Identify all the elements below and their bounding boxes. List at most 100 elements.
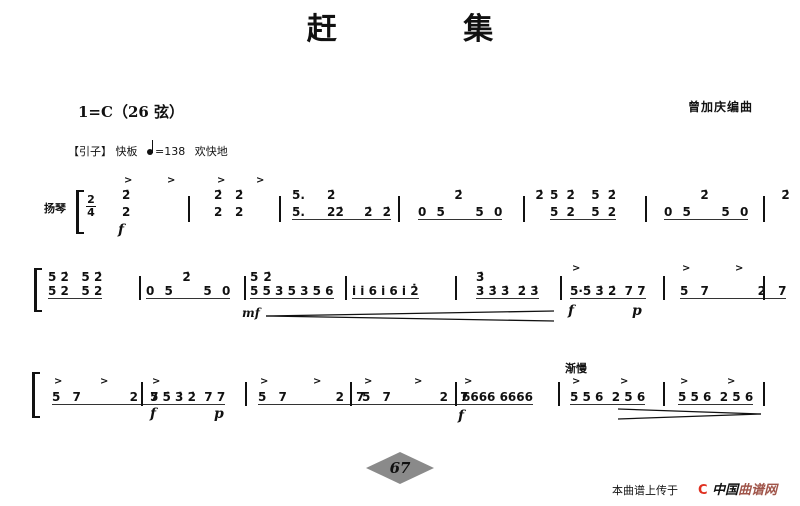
- measure-lower: 5 5 6 2 5 6: [678, 390, 754, 405]
- dynamic-p: p: [214, 406, 224, 422]
- tempo-value: =138: [155, 145, 186, 158]
- measure-lower: 2 2: [122, 205, 244, 219]
- system-bracket: [76, 190, 84, 234]
- dynamic-f: f: [118, 222, 125, 238]
- system-bracket: [34, 268, 42, 312]
- barline: [345, 276, 347, 300]
- accent-mark: >: [572, 263, 581, 274]
- barline: [279, 196, 281, 222]
- measure-lower: 5 7 2 7: [52, 390, 159, 405]
- key-signature: 1=C（26 弦）: [78, 103, 185, 121]
- measure-lower: 5 2 5 2: [48, 284, 103, 299]
- barline: [141, 382, 143, 406]
- accent-mark: >: [313, 376, 322, 387]
- barline: [523, 196, 525, 222]
- measure-lower: 0 5 5 0: [146, 284, 231, 299]
- accent-mark: >: [727, 376, 736, 387]
- page-number-badge: 67: [366, 450, 434, 486]
- measure-upper: 2̇ 2̇: [214, 188, 336, 202]
- measure-lower: 0 5 5 0: [664, 205, 749, 220]
- measure-lower: i̇ i̇ 6 i̇ 6 i̇ 2̇: [352, 284, 419, 299]
- measure-lower: 2 2: [214, 205, 336, 219]
- dynamic-f: f: [568, 303, 575, 319]
- measure-upper: 5 2̇ 5 2̇: [550, 188, 617, 202]
- crescendo-hairpin: [266, 310, 555, 322]
- expression-mark: 欢快地: [194, 145, 228, 158]
- accent-mark: >: [217, 175, 226, 186]
- tempo-marking: 【引子】 快板 =138 欢快地: [68, 140, 228, 159]
- barline: [663, 276, 665, 300]
- measure-lower: 5 5̇ 3̇ 2̇ 7 7: [150, 390, 226, 405]
- measure-lower: 6666 6666: [462, 390, 533, 405]
- time-sig-bottom: 4: [87, 206, 95, 219]
- barline: [645, 196, 647, 222]
- barline: [455, 276, 457, 300]
- measure-lower: 5 7 2 7: [680, 284, 787, 299]
- barline: [455, 382, 457, 406]
- measure-upper: 3̇: [476, 270, 485, 284]
- accent-mark: >: [152, 376, 161, 387]
- accent-mark: >: [464, 376, 473, 387]
- barline: [763, 382, 765, 406]
- accent-mark: >: [54, 376, 63, 387]
- upload-credit: 本曲谱上传于: [612, 484, 678, 497]
- decrescendo-hairpin: [618, 408, 762, 420]
- measure-upper: 2̇ 2̇: [664, 188, 790, 202]
- time-sig-top: 2: [87, 193, 95, 206]
- dynamic-p: p: [632, 303, 642, 319]
- measure-lower: 5 7 2 7: [258, 390, 365, 405]
- barline: [398, 196, 400, 222]
- barline: [560, 276, 562, 300]
- measure-upper: 2̇ 2̇: [146, 270, 272, 284]
- accent-mark: >: [124, 175, 133, 186]
- tempo-direction: 渐慢: [565, 362, 587, 375]
- site-brand[interactable]: C 中国曲谱网: [698, 479, 777, 498]
- system-bracket: [32, 372, 40, 418]
- barline: [245, 382, 247, 406]
- accent-mark: >: [572, 376, 581, 387]
- accent-mark: >: [256, 175, 265, 186]
- measure-lower: 5 5 3 5 3 5 6: [250, 284, 334, 299]
- section-label: 【引子】: [68, 145, 112, 158]
- barline: [350, 382, 352, 406]
- accent-mark: >: [682, 263, 691, 274]
- barline: [663, 382, 665, 406]
- score-title: 赶 集: [306, 12, 552, 47]
- measure-upper: 5 2̇ 5 2̇: [48, 270, 103, 284]
- instrument-label: 扬琴: [44, 202, 66, 215]
- quarter-note-icon: [147, 140, 153, 155]
- accent-mark: >: [680, 376, 689, 387]
- site-logo-icon: C: [698, 483, 708, 498]
- page-number: 67: [389, 459, 411, 477]
- accent-mark: >: [167, 175, 176, 186]
- time-signature: 2 4: [86, 194, 96, 219]
- diamond-icon: [366, 452, 434, 484]
- accent-mark: >: [620, 376, 629, 387]
- accent-mark: >: [364, 376, 373, 387]
- dynamic-f: f: [150, 406, 157, 422]
- time-sig-line: [86, 206, 96, 207]
- measure-upper: 2̇ 2̇: [122, 188, 244, 202]
- brand-part-b: 曲谱网: [738, 483, 778, 498]
- brand-part-a: 中国: [712, 483, 739, 498]
- barline: [244, 276, 246, 300]
- accent-mark: >: [735, 263, 744, 274]
- measure-lower: 5. 2̇ 2̇ 2̇: [292, 205, 392, 220]
- measure-lower: 5·5̇ 3̇ 2̇ 7 7: [570, 284, 646, 299]
- accent-mark: >: [100, 376, 109, 387]
- barline: [558, 382, 560, 406]
- barline: [763, 196, 765, 222]
- composer-credit: 曾加庆编曲: [688, 100, 754, 114]
- dynamic-f: f: [458, 408, 465, 424]
- measure-lower: 3 3̇ 3̇ 2̇ 3̇: [476, 284, 539, 299]
- measure-lower: 0 5 5 0: [418, 205, 503, 220]
- tempo-term: 快板: [115, 145, 138, 158]
- measure-upper: 5.: [292, 188, 305, 202]
- measure-lower: 5 7 2 7: [362, 390, 469, 405]
- barline: [139, 276, 141, 300]
- measure-upper: 2̇ 2̇: [418, 188, 544, 202]
- dynamic-mf: mf: [242, 306, 260, 320]
- measure-lower: 5 5 6 2 5 6: [570, 390, 646, 405]
- accent-mark: >: [260, 376, 269, 387]
- measure-lower: 5 2 5 2: [550, 205, 617, 220]
